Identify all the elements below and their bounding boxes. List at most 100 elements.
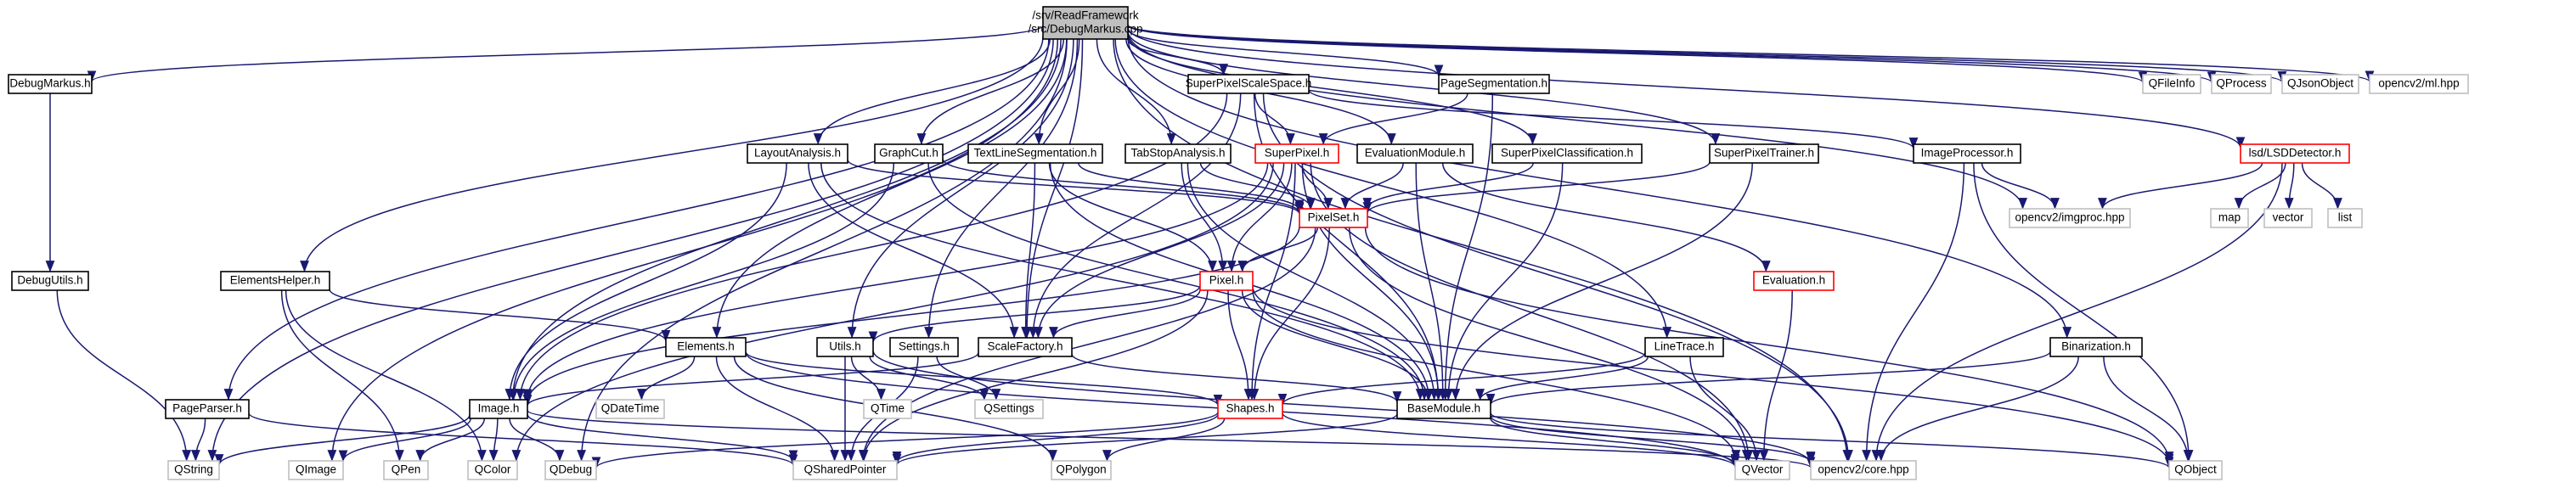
node-opencv2-imgproc-hpp[interactable]: opencv2/imgproc.hpp bbox=[2009, 208, 2131, 228]
node-debugutils-h[interactable]: DebugUtils.h bbox=[11, 271, 89, 291]
edge-graphcut_h-to-basemodule_h bbox=[927, 162, 1429, 401]
edge-root-to-qimage bbox=[327, 38, 1059, 462]
node-evaluationmodule-h[interactable]: EvaluationModule.h bbox=[1356, 143, 1474, 164]
node-label: QColor bbox=[475, 463, 511, 476]
node-pixel-h[interactable]: Pixel.h bbox=[1199, 271, 1254, 291]
edge-image_h-to-qdebug bbox=[509, 418, 565, 462]
node-pixelset-h[interactable]: PixelSet.h bbox=[1299, 208, 1368, 228]
node-graphcut-h[interactable]: GraphCut.h bbox=[874, 143, 944, 164]
node-tabstopanalysis-h[interactable]: TabStopAnalysis.h bbox=[1125, 143, 1232, 164]
node-basemodule-h[interactable]: BaseModule.h bbox=[1396, 399, 1491, 419]
node-label: QDateTime bbox=[601, 402, 660, 415]
node-qprocess[interactable]: QProcess bbox=[2211, 74, 2272, 94]
edge-shapes_h-to-qdebug bbox=[591, 411, 1219, 468]
node-pageparser-h[interactable]: PageParser.h bbox=[165, 399, 250, 419]
node-opencv2-ml-hpp[interactable]: opencv2/ml.hpp bbox=[2369, 74, 2469, 94]
edge-root-to-opencv_core bbox=[1113, 38, 1852, 462]
node-label: Binarization.h bbox=[2061, 340, 2131, 353]
node-qdatetime[interactable]: QDateTime bbox=[595, 399, 665, 419]
node-label: list bbox=[2338, 211, 2353, 224]
node-qtime[interactable]: QTime bbox=[863, 399, 912, 419]
edge-root-to-qfileinfo bbox=[1127, 25, 2147, 83]
edge-lsd_h-to-list bbox=[2301, 162, 2342, 210]
node-debugmarkus-h[interactable]: DebugMarkus.h bbox=[8, 74, 93, 94]
node-opencv2-core-hpp[interactable]: opencv2/core.hpp bbox=[1810, 460, 1917, 480]
edge-shapes_h-to-qsharedpointer bbox=[892, 413, 1219, 463]
node-root-file[interactable]: /srv/ReadFramework /src/DebugMarkus.cpp bbox=[1028, 6, 1143, 40]
edge-evaluationmodule_h-to-pixelset_h bbox=[1340, 162, 1404, 210]
edge-pixelset_h-to-qobject bbox=[1364, 227, 2174, 463]
node-qsharedpointer[interactable]: QSharedPointer bbox=[792, 460, 898, 480]
node-superpixeltrainer-h[interactable]: SuperPixelTrainer.h bbox=[1709, 143, 1819, 164]
node-superpixelclassification-h[interactable]: SuperPixelClassification.h bbox=[1491, 143, 1643, 164]
node-linetrace-h[interactable]: LineTrace.h bbox=[1644, 337, 1724, 357]
node-scalefactory-h[interactable]: ScaleFactory.h bbox=[978, 337, 1073, 357]
node-qpolygon[interactable]: QPolygon bbox=[1051, 460, 1112, 480]
node-imageprocessor-h[interactable]: ImageProcessor.h bbox=[1913, 143, 2021, 164]
node-qvector[interactable]: QVector bbox=[1734, 460, 1790, 480]
edge-root-to-opencv_imgproc bbox=[1127, 31, 2027, 210]
node-label: opencv2/ml.hpp bbox=[2378, 77, 2459, 90]
edge-root-to-qstring bbox=[207, 38, 1054, 462]
node-shapes-h[interactable]: Shapes.h bbox=[1217, 399, 1283, 419]
edge-shapes_h-to-qpolygon bbox=[1102, 418, 1226, 462]
edge-superpixel_h-to-image_h bbox=[522, 162, 1269, 401]
node-map[interactable]: map bbox=[2210, 208, 2249, 228]
edge-binarization_h-to-opencv_core bbox=[1876, 356, 2079, 462]
node-label: GraphCut.h bbox=[879, 147, 939, 160]
node-image-h[interactable]: Image.h bbox=[469, 399, 528, 419]
node-list[interactable]: list bbox=[2327, 208, 2363, 228]
node-label: QPolygon bbox=[1056, 463, 1106, 476]
node-label: QFileInfo bbox=[2149, 77, 2196, 90]
edge-elementshelper_h-to-qpen bbox=[280, 289, 404, 462]
edge-elements_h-to-qdatetime bbox=[637, 356, 696, 401]
node-superpixel-h[interactable]: SuperPixel.h bbox=[1254, 143, 1339, 164]
node-qimage[interactable]: QImage bbox=[288, 460, 344, 480]
edge-graphcut_h-to-image_h bbox=[509, 162, 895, 401]
node-elementshelper-h[interactable]: ElementsHelper.h bbox=[220, 271, 330, 291]
edge-pixel_h-to-utils_h bbox=[868, 285, 1201, 343]
edge-root-to-qdebug bbox=[577, 38, 1068, 462]
edge-root-to-binarization_h bbox=[1127, 36, 2072, 339]
edge-lsd_h-to-vector bbox=[2284, 162, 2295, 210]
node-binarization-h[interactable]: Binarization.h bbox=[2049, 337, 2143, 357]
node-qdebug[interactable]: QDebug bbox=[544, 460, 597, 480]
node-label: QSharedPointer bbox=[804, 463, 887, 476]
edge-superpixel_h-to-scalefactory_h bbox=[1034, 162, 1285, 339]
node-label: TabStopAnalysis.h bbox=[1130, 147, 1225, 160]
node-label: Elements.h bbox=[677, 340, 735, 353]
edge-root-to-lsd_h bbox=[1127, 27, 2246, 149]
edge-elementshelper_h-to-qcolor bbox=[285, 289, 487, 462]
edge-evaluationmodule_h-to-basemodule_h bbox=[1415, 162, 1448, 401]
node-label: BaseModule.h bbox=[1407, 402, 1480, 415]
node-elements-h[interactable]: Elements.h bbox=[665, 337, 747, 357]
node-qsettings[interactable]: QSettings bbox=[974, 399, 1044, 419]
node-label: opencv2/core.hpp bbox=[1818, 463, 1908, 476]
edge-evaluationmodule_h-to-evaluation_h bbox=[1441, 162, 1771, 272]
node-vector[interactable]: vector bbox=[2263, 208, 2313, 228]
node-qfileinfo[interactable]: QFileInfo bbox=[2142, 74, 2201, 94]
edge-root-to-tabstop_h bbox=[1096, 38, 1176, 145]
node-qjsonobject[interactable]: QJsonObject bbox=[2281, 74, 2359, 94]
node-label: QImage bbox=[296, 463, 336, 476]
node-lsd-lsddetector-h[interactable]: lsd/LSDDetector.h bbox=[2240, 143, 2350, 164]
node-pagesegmentation-h[interactable]: PageSegmentation.h bbox=[1438, 74, 1550, 94]
node-evaluation-h[interactable]: Evaluation.h bbox=[1753, 271, 1835, 291]
node-qcolor[interactable]: QColor bbox=[467, 460, 518, 480]
edge-image_h-to-qstring bbox=[214, 414, 471, 466]
edge-root-to-textlineseg_h bbox=[1034, 38, 1080, 145]
node-layoutanalysis-h[interactable]: LayoutAnalysis.h bbox=[747, 143, 848, 164]
edge-root-to-settings_h bbox=[924, 38, 1079, 339]
node-qpen[interactable]: QPen bbox=[383, 460, 429, 480]
node-superpixelscalespace-h[interactable]: SuperPixelScaleSpace.h bbox=[1186, 74, 1312, 94]
node-qstring[interactable]: QString bbox=[167, 460, 220, 480]
edge-pageseg_h-to-superpixel_h bbox=[1318, 93, 1468, 145]
node-utils-h[interactable]: Utils.h bbox=[816, 337, 874, 357]
edge-image_h-to-qsharedpointer bbox=[527, 413, 798, 462]
edge-superpixel_h-to-shapes_h bbox=[1247, 162, 1296, 401]
edge-scalefactory_h-to-image_h bbox=[522, 352, 979, 407]
node-qobject[interactable]: QObject bbox=[2168, 460, 2223, 480]
node-settings-h[interactable]: Settings.h bbox=[889, 337, 959, 357]
node-textlinesegmentation-h[interactable]: TextLineSegmentation.h bbox=[967, 143, 1103, 164]
edge-superpixelclass_h-to-pixelset_h bbox=[1362, 162, 1534, 210]
